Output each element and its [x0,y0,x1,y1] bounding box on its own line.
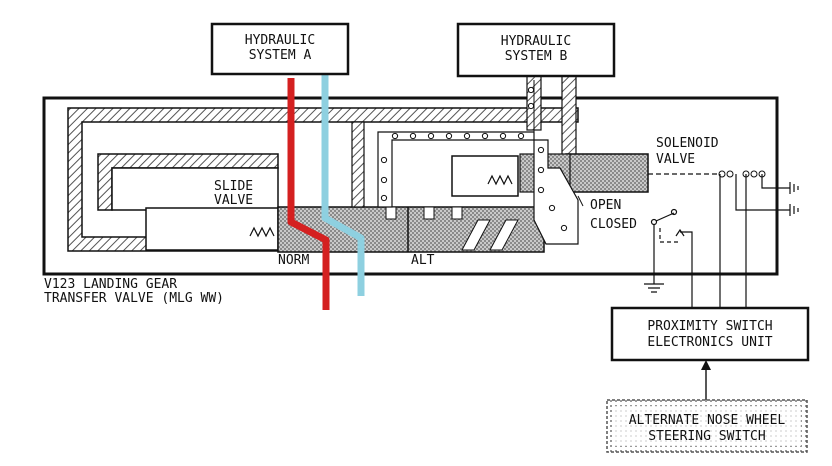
hydraulic-system-b-line2: SYSTEM B [505,49,568,64]
alt-steering-switch-line1: ALTERNATE NOSE WHEEL [629,413,786,428]
switch-icon [650,208,678,226]
return-channel [67,107,579,252]
norm-label: NORM [278,253,309,268]
slide-valve-label-2: VALVE [214,193,253,208]
title-line-2: TRANSFER VALVE (MLG WW) [44,291,224,306]
system-b-pressure-channel [351,121,365,208]
proximity-switch-box [610,306,810,362]
spring-icon [487,174,513,186]
system-b-circuit [377,131,579,245]
closed-label: CLOSED [590,217,637,232]
hydraulic-system-b-box [456,22,616,78]
hydraulic-system-a-box [210,22,350,76]
slide-valve-body [111,167,279,211]
system-a-return-line [321,74,365,296]
circuit-dots [380,86,568,232]
alt-steering-switch-line2: STEERING SWITCH [648,429,765,444]
solenoid-label-2: VALVE [656,152,695,167]
system-a-pressure-line [287,78,330,310]
hydraulic-system-a-line1: HYDRAULIC [245,33,315,48]
hydraulic-system-b-line1: HYDRAULIC [501,34,571,49]
solenoid-valve-body [565,153,649,193]
slide-valve-label-1: SLIDE [214,179,253,194]
valve-housing [42,96,779,276]
alt-label: ALT [411,253,435,268]
spring-icon [249,226,275,238]
proximity-switch-line2: ELECTRONICS UNIT [647,335,772,350]
hydraulic-system-a-line2: SYSTEM A [249,48,312,63]
system-b-return-line [561,75,577,157]
slide-valve-spool [145,207,279,251]
ground-icon [644,283,664,293]
proximity-switch-line1: PROXIMITY SWITCH [647,319,772,334]
title-line-1: V123 LANDING GEAR [44,277,177,292]
open-label: OPEN [590,198,621,213]
solenoid-label-1: SOLENOID [656,136,719,151]
arrow-up-icon [701,360,711,370]
